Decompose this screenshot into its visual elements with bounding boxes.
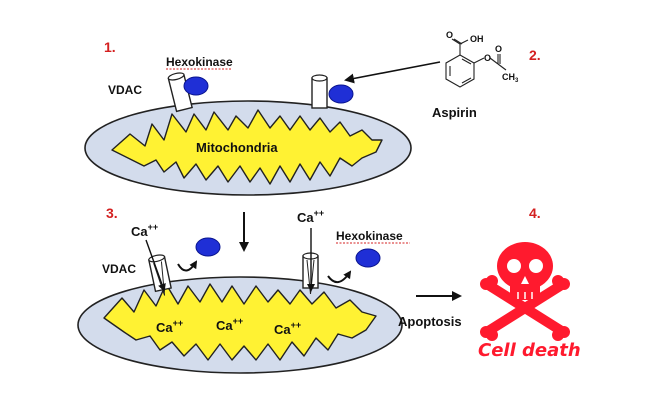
calcium-ion-label: Ca++ xyxy=(274,320,301,337)
calcium-ion-label: Ca++ xyxy=(156,318,183,335)
vdac-channel-icon xyxy=(302,252,319,295)
hexokinase-label: Hexokinase xyxy=(336,229,403,243)
step-number-4: 4. xyxy=(529,205,541,221)
hexokinase-icon xyxy=(355,248,381,268)
hexokinase-release-arrow xyxy=(177,260,198,272)
mitochondrion-bottom: Ca++ Ca++ Ca++ Ca++ Ca++ Hexokinase VDAC xyxy=(77,208,410,374)
apoptosis-label: Apoptosis xyxy=(398,314,462,329)
calcium-ion-label: Ca++ xyxy=(297,208,324,225)
vdac-channel-icon xyxy=(311,74,328,109)
acetyl-oxygen: O xyxy=(495,44,502,54)
aspirin-label: Aspirin xyxy=(432,105,477,120)
vdac-label: VDAC xyxy=(108,83,142,97)
aspirin-molecule-icon xyxy=(445,38,507,88)
hexokinase-icon xyxy=(183,76,209,96)
hexokinase-label: Hexokinase xyxy=(166,55,233,69)
cristae-matrix xyxy=(111,109,383,185)
skull-crossbones-icon xyxy=(480,242,570,341)
calcium-ion-label: Ca++ xyxy=(131,222,158,239)
carboxyl-hydroxyl: OH xyxy=(470,34,484,44)
calcium-ion-label: Ca++ xyxy=(216,316,243,333)
hexokinase-icon xyxy=(328,84,354,104)
calcium-influx-arrow xyxy=(145,239,166,292)
hexokinase-release-arrow xyxy=(327,270,352,283)
hexokinase-icon xyxy=(195,237,221,257)
methyl-group: CH3 xyxy=(502,72,519,84)
carboxyl-oxygen: O xyxy=(446,30,453,40)
mitochondria-label: Mitochondria xyxy=(196,140,278,155)
aspirin-arrow xyxy=(344,61,441,84)
step-number-3: 3. xyxy=(106,205,118,221)
cristae-matrix xyxy=(103,283,377,361)
ester-oxygen: O xyxy=(484,53,491,63)
step-number-2: 2. xyxy=(529,47,541,63)
step-number-1: 1. xyxy=(104,39,116,55)
cell-death-label: Cell death xyxy=(478,340,581,361)
mitochondrion-top: Mitochondria Hexokinase VDAC xyxy=(84,55,412,196)
vdac-label: VDAC xyxy=(102,262,136,276)
